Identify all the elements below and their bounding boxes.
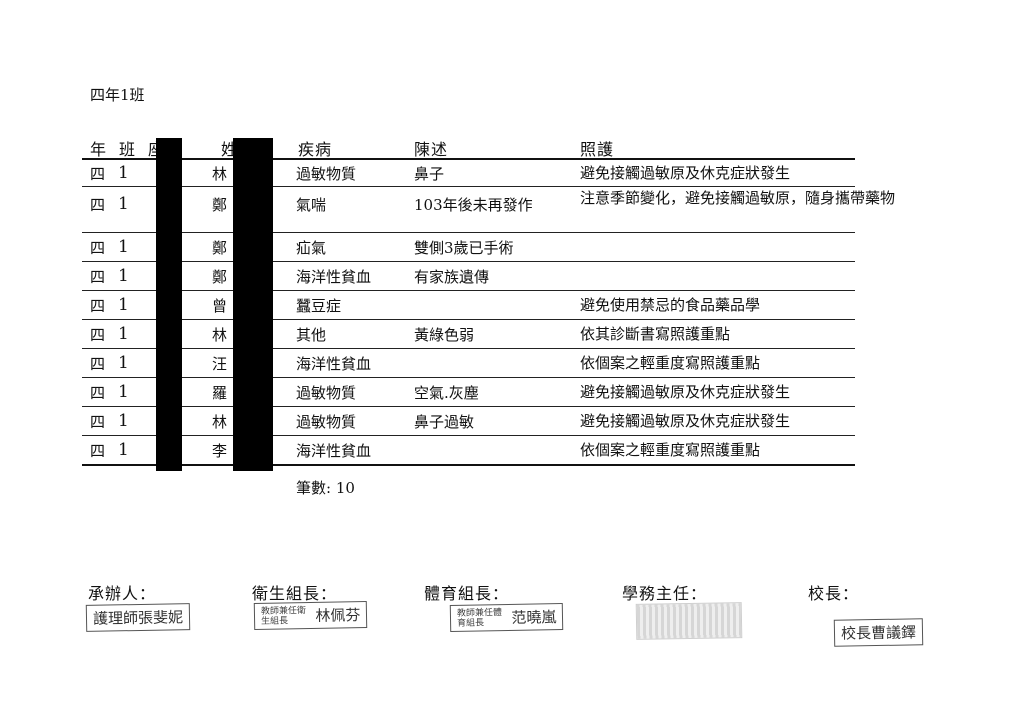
cell-disease: 過敏物質 <box>296 384 357 402</box>
cell-class: 1 <box>118 266 129 286</box>
cell-care: 依其診斷書寫照護重點 <box>580 325 731 343</box>
cell-grade: 四 <box>90 442 106 460</box>
cell-grade: 四 <box>90 413 106 431</box>
table-rule <box>82 232 855 233</box>
table-rule <box>82 186 855 187</box>
cell-name: 汪 <box>212 355 228 373</box>
cell-care: 注意季節變化，避免接觸過敏原，隨身攜帶藥物 <box>580 189 896 207</box>
handler-label: 承辦人： <box>88 584 157 603</box>
cell-grade: 四 <box>90 196 106 214</box>
cell-name: 李 <box>212 442 228 460</box>
academic-director-stamp <box>635 602 743 640</box>
cell-description: 空氣.灰塵 <box>414 384 479 402</box>
cell-description: 雙側3歲已手術 <box>414 239 514 257</box>
header-description: 陳述 <box>414 140 449 159</box>
table-rule <box>82 435 855 436</box>
cell-name: 鄭 <box>212 268 228 286</box>
cell-class: 1 <box>118 440 129 460</box>
cell-grade: 四 <box>90 239 106 257</box>
cell-grade: 四 <box>90 326 106 344</box>
cell-name: 鄭 <box>212 239 228 257</box>
cell-disease: 其他 <box>296 326 327 344</box>
table-rule <box>82 261 855 262</box>
cell-class: 1 <box>118 295 129 315</box>
cell-description: 鼻子過敏 <box>414 413 475 431</box>
handler-stamp: 護理師張斐妮 <box>85 603 191 632</box>
academic-director-label: 學務主任： <box>622 584 708 603</box>
page-title: 四年1班 <box>90 86 145 104</box>
cell-grade: 四 <box>90 355 106 373</box>
cell-class: 1 <box>118 382 129 402</box>
cell-name: 林 <box>212 326 228 344</box>
cell-name: 林 <box>212 413 228 431</box>
principal-label: 校長： <box>808 584 860 603</box>
cell-description: 103年後未再發作 <box>414 196 533 214</box>
table-rule <box>82 319 855 320</box>
principal-stamp: 校長曹議鐸 <box>833 618 924 647</box>
cell-care: 依個案之輕重度寫照護重點 <box>580 441 761 459</box>
cell-care: 避免接觸過敏原及休克症狀發生 <box>580 164 791 182</box>
table-rule <box>82 158 855 160</box>
cell-class: 1 <box>118 194 129 214</box>
cell-disease: 過敏物質 <box>296 413 357 431</box>
cell-disease: 海洋性貧血 <box>296 442 372 460</box>
cell-disease: 蠶豆症 <box>296 297 342 315</box>
cell-name: 羅 <box>212 384 228 402</box>
cell-grade: 四 <box>90 384 106 402</box>
header-grade: 年 <box>90 140 108 159</box>
cell-class: 1 <box>118 411 129 431</box>
cell-description: 有家族遺傳 <box>414 268 490 286</box>
table-rule <box>82 464 855 466</box>
table-rule <box>82 406 855 407</box>
cell-name: 林 <box>212 165 228 183</box>
table-rule <box>82 348 855 349</box>
cell-description: 鼻子 <box>414 165 445 183</box>
cell-description: 黃綠色弱 <box>414 326 475 344</box>
cell-care: 避免接觸過敏原及休克症狀發生 <box>580 383 791 401</box>
cell-grade: 四 <box>90 165 106 183</box>
record-count: 筆數: 10 <box>296 479 355 497</box>
cell-name: 鄭 <box>212 196 228 214</box>
cell-care: 避免接觸過敏原及休克症狀發生 <box>580 412 791 430</box>
header-disease: 疾病 <box>298 140 333 159</box>
header-class: 班 <box>119 140 137 159</box>
table-rule <box>82 377 855 378</box>
cell-disease: 疝氣 <box>296 239 327 257</box>
sports-chief-label: 體育組長： <box>424 584 510 603</box>
cell-care: 避免使用禁忌的食品藥品學 <box>580 296 761 314</box>
cell-care: 依個案之輕重度寫照護重點 <box>580 354 761 372</box>
cell-disease: 海洋性貧血 <box>296 268 372 286</box>
cell-grade: 四 <box>90 297 106 315</box>
cell-class: 1 <box>118 324 129 344</box>
redaction-bar-name <box>233 138 273 471</box>
redaction-bar-seat <box>156 138 182 471</box>
cell-name: 曾 <box>212 297 228 315</box>
cell-disease: 過敏物質 <box>296 165 357 183</box>
cell-disease: 海洋性貧血 <box>296 355 372 373</box>
health-chief-stamp: 教師兼任衛生組長 林佩芬 <box>253 601 368 630</box>
cell-class: 1 <box>118 237 129 257</box>
sports-chief-stamp: 教師兼任體育組長 范曉嵐 <box>449 603 564 632</box>
health-chief-label: 衛生組長： <box>252 584 338 603</box>
cell-disease: 氣喘 <box>296 196 327 214</box>
header-care: 照護 <box>580 140 615 159</box>
table-rule <box>82 290 855 291</box>
cell-grade: 四 <box>90 268 106 286</box>
cell-class: 1 <box>118 353 129 373</box>
cell-class: 1 <box>118 163 129 183</box>
